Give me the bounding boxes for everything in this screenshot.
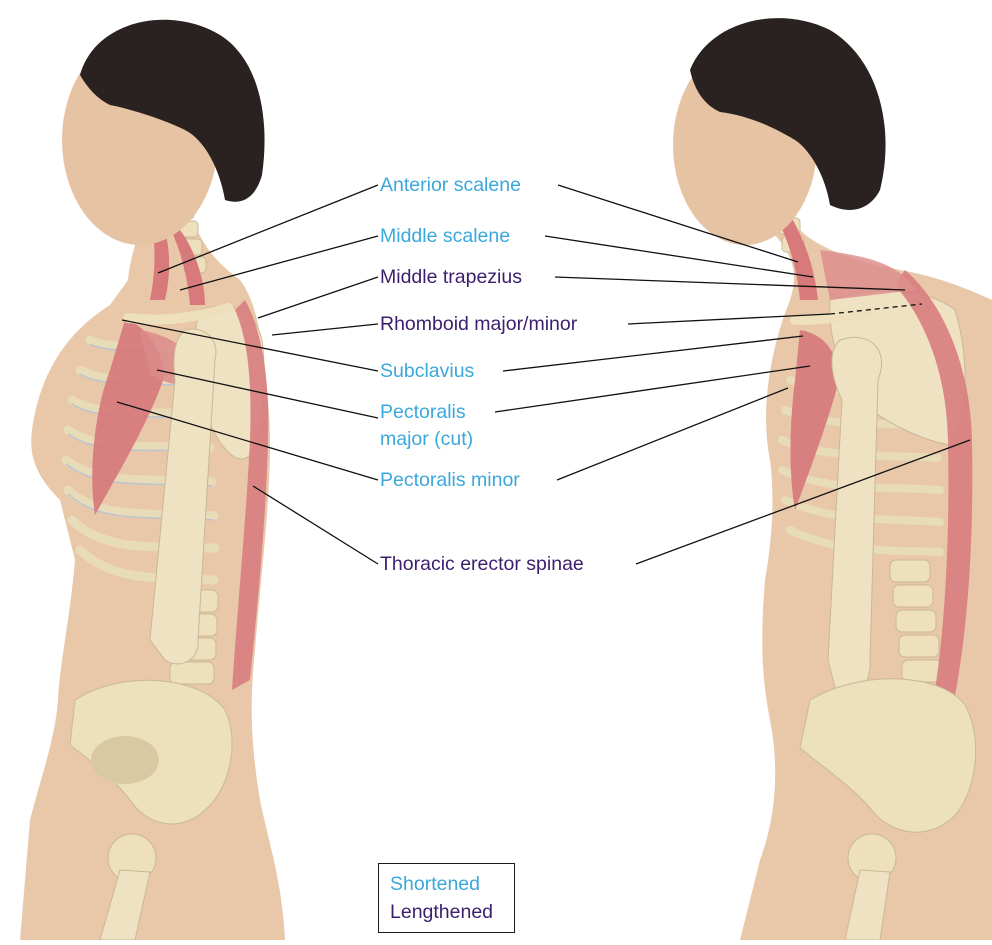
legend-shortened: Shortened (390, 872, 480, 896)
label-thoracic-erector-spinae: Thoracic erector spinae (380, 552, 584, 576)
leader-middle-trapezius-left (258, 277, 378, 318)
leader-erector-left (253, 486, 378, 564)
label-subclavius: Subclavius (380, 359, 474, 383)
label-rhomboid: Rhomboid major/minor (380, 312, 577, 336)
left-figure (20, 20, 285, 940)
right-figure (673, 18, 992, 940)
label-pectoralis-major-line2: major (cut) (380, 427, 473, 451)
label-pectoralis-minor: Pectoralis minor (380, 468, 520, 492)
label-middle-trapezius: Middle trapezius (380, 265, 522, 289)
leader-pectoralis-minor-right (557, 388, 788, 480)
legend-box: Shortened Lengthened (378, 863, 515, 933)
leader-pectoralis-major-right (495, 366, 810, 412)
leader-middle-scalene-right (545, 236, 813, 277)
legend-lengthened: Lengthened (390, 900, 493, 924)
label-pectoralis-major-line1: Pectoralis (380, 400, 466, 424)
leader-subclavius-right (503, 336, 803, 371)
leader-rhomboid-left (272, 324, 378, 335)
label-middle-scalene: Middle scalene (380, 224, 510, 248)
label-anterior-scalene: Anterior scalene (380, 173, 521, 197)
